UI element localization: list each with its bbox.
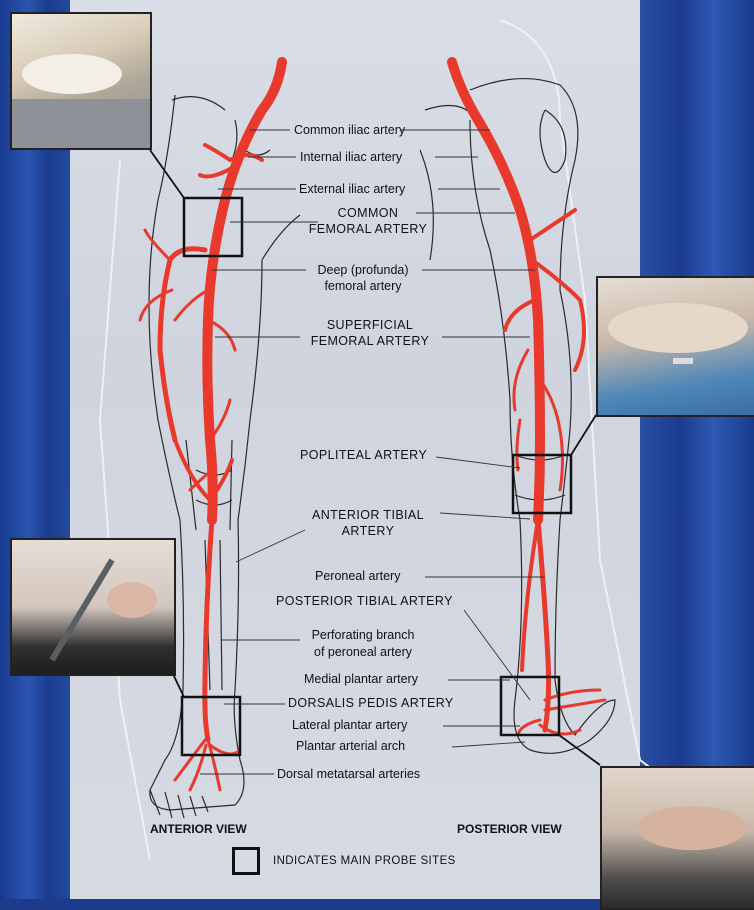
legend-probe-box-icon bbox=[232, 847, 260, 875]
label-popliteal: POPLITEAL ARTERY bbox=[300, 448, 427, 463]
posterior-leg-outline bbox=[420, 79, 615, 754]
label-external-iliac: External iliac artery bbox=[299, 182, 405, 197]
photo-foot-probe bbox=[600, 766, 754, 910]
label-dorsal-metatarsal: Dorsal metatarsal arteries bbox=[277, 767, 420, 782]
label-dorsalis-pedis: DORSALIS PEDIS ARTERY bbox=[288, 696, 454, 711]
photo-groin-probe bbox=[10, 12, 152, 150]
label-deep-femoral-line2: femoral artery bbox=[324, 279, 401, 294]
label-internal-iliac: Internal iliac artery bbox=[300, 150, 402, 165]
label-posterior-tibial: POSTERIOR TIBIAL ARTERY bbox=[276, 594, 453, 609]
legend-text: INDICATES MAIN PROBE SITES bbox=[273, 854, 456, 869]
label-deep-femoral-line1: Deep (profunda) bbox=[317, 263, 408, 278]
background-silhouette bbox=[500, 20, 720, 820]
label-medial-plantar: Medial plantar artery bbox=[304, 672, 418, 687]
label-common-femoral-line2: FEMORAL ARTERY bbox=[309, 222, 428, 237]
anterior-view-title: ANTERIOR VIEW bbox=[150, 822, 247, 836]
label-perforating-line2: of peroneal artery bbox=[314, 645, 412, 660]
label-peroneal: Peroneal artery bbox=[315, 569, 400, 584]
label-anterior-tibial-line2: ARTERY bbox=[342, 524, 395, 539]
photo-popliteal-probe bbox=[596, 276, 754, 417]
label-common-femoral-line1: COMMON bbox=[338, 206, 399, 221]
label-common-iliac: Common iliac artery bbox=[294, 123, 405, 138]
anterior-arteries bbox=[140, 62, 282, 790]
photo-ankle-probe bbox=[10, 538, 176, 676]
label-plantar-arch: Plantar arterial arch bbox=[296, 739, 405, 754]
posterior-view-title: POSTERIOR VIEW bbox=[457, 822, 562, 836]
label-anterior-tibial-line1: ANTERIOR TIBIAL bbox=[312, 508, 424, 523]
label-superficial-femoral-line2: FEMORAL ARTERY bbox=[311, 334, 430, 349]
label-superficial-femoral-line1: SUPERFICIAL bbox=[327, 318, 413, 333]
posterior-arteries bbox=[452, 62, 605, 735]
label-perforating-line1: Perforating branch bbox=[312, 628, 415, 643]
label-lateral-plantar: Lateral plantar artery bbox=[292, 718, 407, 733]
